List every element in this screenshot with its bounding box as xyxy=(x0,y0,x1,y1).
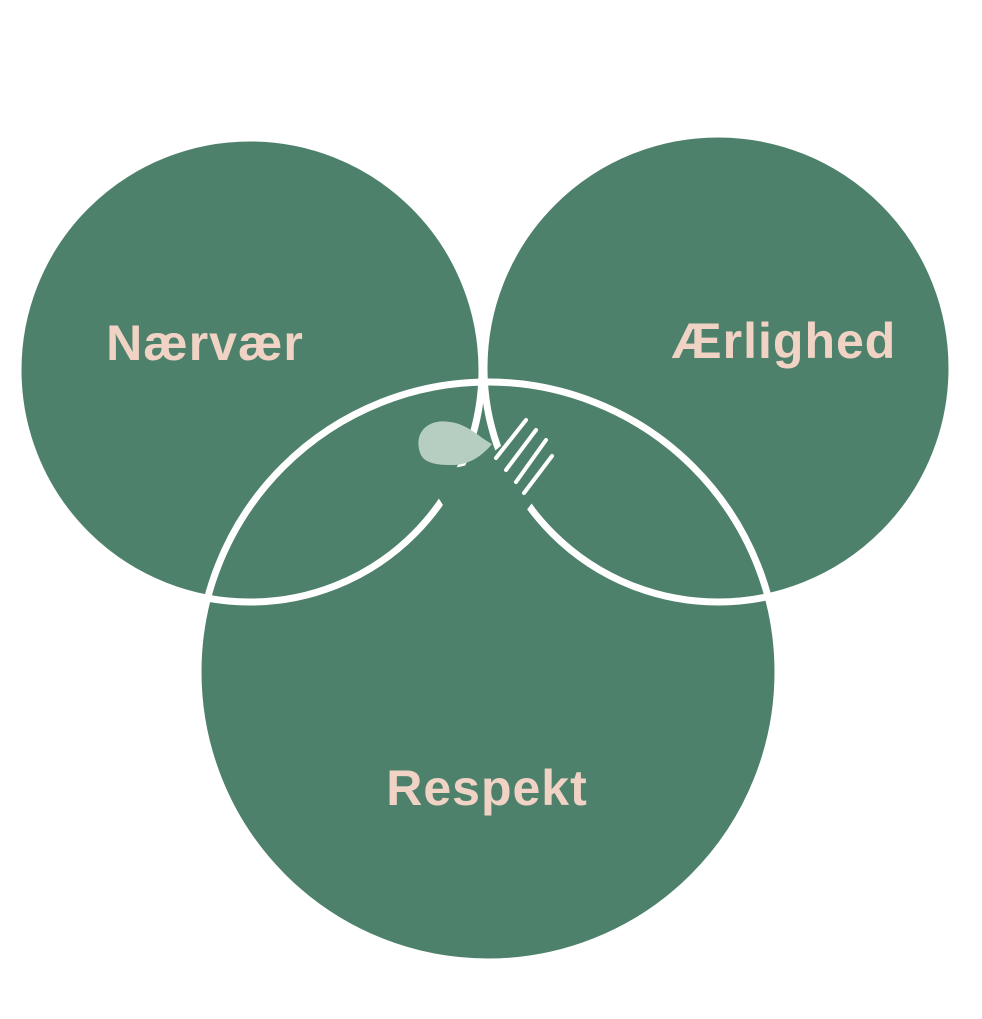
venn-outlines xyxy=(14,130,956,966)
venn-circles xyxy=(18,134,952,962)
circle-bottom xyxy=(198,382,778,962)
circle-bottom-outline xyxy=(194,378,782,966)
label-aerlighed: Ærlighed xyxy=(672,313,897,369)
label-naervaer: Nærvær xyxy=(106,315,304,371)
label-respekt: Respekt xyxy=(386,760,588,816)
hand-heart-leaf-icon xyxy=(418,418,554,545)
circle-right-outline xyxy=(480,130,956,606)
finger-lines xyxy=(494,418,554,495)
leaf-shape xyxy=(418,421,492,466)
